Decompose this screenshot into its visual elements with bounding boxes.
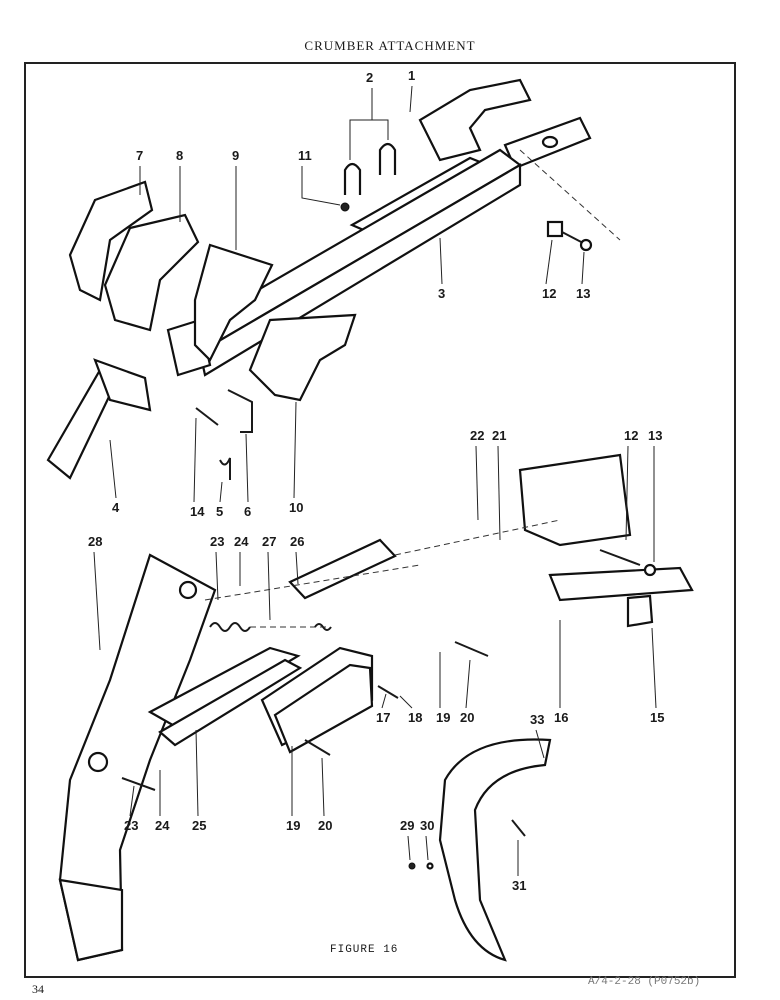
callout-13-lower: 13 <box>648 428 662 443</box>
shank-hole-top <box>178 580 198 600</box>
callout-30: 30 <box>420 818 434 833</box>
link-arm-25b <box>158 658 303 747</box>
nut-11 <box>340 202 350 212</box>
center-line-b <box>394 519 561 556</box>
callout-14: 14 <box>190 504 205 519</box>
callout-28: 28 <box>88 534 102 549</box>
spring-27b <box>314 623 332 631</box>
shield-8 <box>103 213 200 332</box>
callout-1: 1 <box>408 68 415 83</box>
shield-33 <box>438 738 552 962</box>
diagram-frame <box>24 62 736 978</box>
page-title: CRUMBER ATTACHMENT <box>304 38 476 53</box>
pin-23-lower <box>121 777 156 791</box>
rear-bar-15 <box>548 566 694 602</box>
nut-13 <box>579 238 593 252</box>
spring-27 <box>209 622 251 632</box>
bolt-31 <box>511 819 526 837</box>
bolt-head-12 <box>546 220 564 238</box>
pin-14 <box>195 407 219 426</box>
key-6 <box>227 389 253 433</box>
callout-20-lower: 20 <box>318 818 332 833</box>
callout-23-lower: 23 <box>124 818 138 833</box>
callout-19: 19 <box>436 710 450 725</box>
standard-bracket-top <box>93 358 152 412</box>
callout-22: 22 <box>470 428 484 443</box>
callout-12-lower: 12 <box>624 428 638 443</box>
rear-bracket <box>518 453 632 547</box>
clevis-26 <box>288 538 397 600</box>
u-bolt-right <box>378 142 397 175</box>
figure-caption: FIGURE 16 <box>330 944 399 956</box>
callout-9: 9 <box>232 148 239 163</box>
callout-27: 27 <box>262 534 276 549</box>
document-code: A/4-2-28 (P0752b) <box>588 976 701 988</box>
shield-7 <box>68 180 154 302</box>
hitch-hole <box>541 135 559 149</box>
callout-23: 23 <box>210 534 224 549</box>
u-bolt-left <box>343 162 362 195</box>
nut-29 <box>408 862 416 870</box>
hitch-bar-bend <box>418 78 532 162</box>
shield-9 <box>193 243 274 362</box>
hitch-centerline <box>519 149 621 241</box>
side-plate-2 <box>273 663 374 754</box>
leader-lines <box>93 85 657 876</box>
washer-30 <box>426 862 434 870</box>
nut-13-lower <box>643 563 657 577</box>
callout-12: 12 <box>542 286 556 301</box>
rear-bar-end <box>626 594 654 628</box>
callout-24-lower: 24 <box>155 818 170 833</box>
pin-20-upper <box>454 641 489 657</box>
callout-13: 13 <box>576 286 590 301</box>
pin-20-lower <box>304 739 331 756</box>
link-arm-25 <box>147 646 301 730</box>
callout-33: 33 <box>530 712 544 727</box>
callout-3: 3 <box>438 286 445 301</box>
shank-hole-bottom <box>87 751 109 773</box>
callout-17: 17 <box>376 710 390 725</box>
callout-6: 6 <box>244 504 251 519</box>
shank-tip <box>58 878 124 962</box>
callout-20: 20 <box>460 710 474 725</box>
callout-8: 8 <box>176 148 183 163</box>
callout-2: 2 <box>366 70 373 85</box>
callout-26: 26 <box>290 534 304 549</box>
callout-29: 29 <box>400 818 414 833</box>
cotter-5 <box>219 457 231 480</box>
page-number: 34 <box>32 982 44 996</box>
callout-24: 24 <box>234 534 249 549</box>
callout-16: 16 <box>554 710 568 725</box>
callout-19-lower: 19 <box>286 818 300 833</box>
callout-10: 10 <box>289 500 303 515</box>
callout-5: 5 <box>216 504 223 519</box>
callout-11: 11 <box>298 148 312 163</box>
callout-21: 21 <box>492 428 506 443</box>
callout-7: 7 <box>136 148 143 163</box>
callout-4: 4 <box>112 500 120 515</box>
bolt-12-lower <box>599 549 641 566</box>
bolt-17 <box>377 685 399 699</box>
shield-10 <box>248 313 357 402</box>
callout-15: 15 <box>650 710 664 725</box>
center-line-a <box>204 564 421 601</box>
callout-25: 25 <box>192 818 206 833</box>
callout-18: 18 <box>408 710 422 725</box>
callout-31: 31 <box>512 878 526 893</box>
